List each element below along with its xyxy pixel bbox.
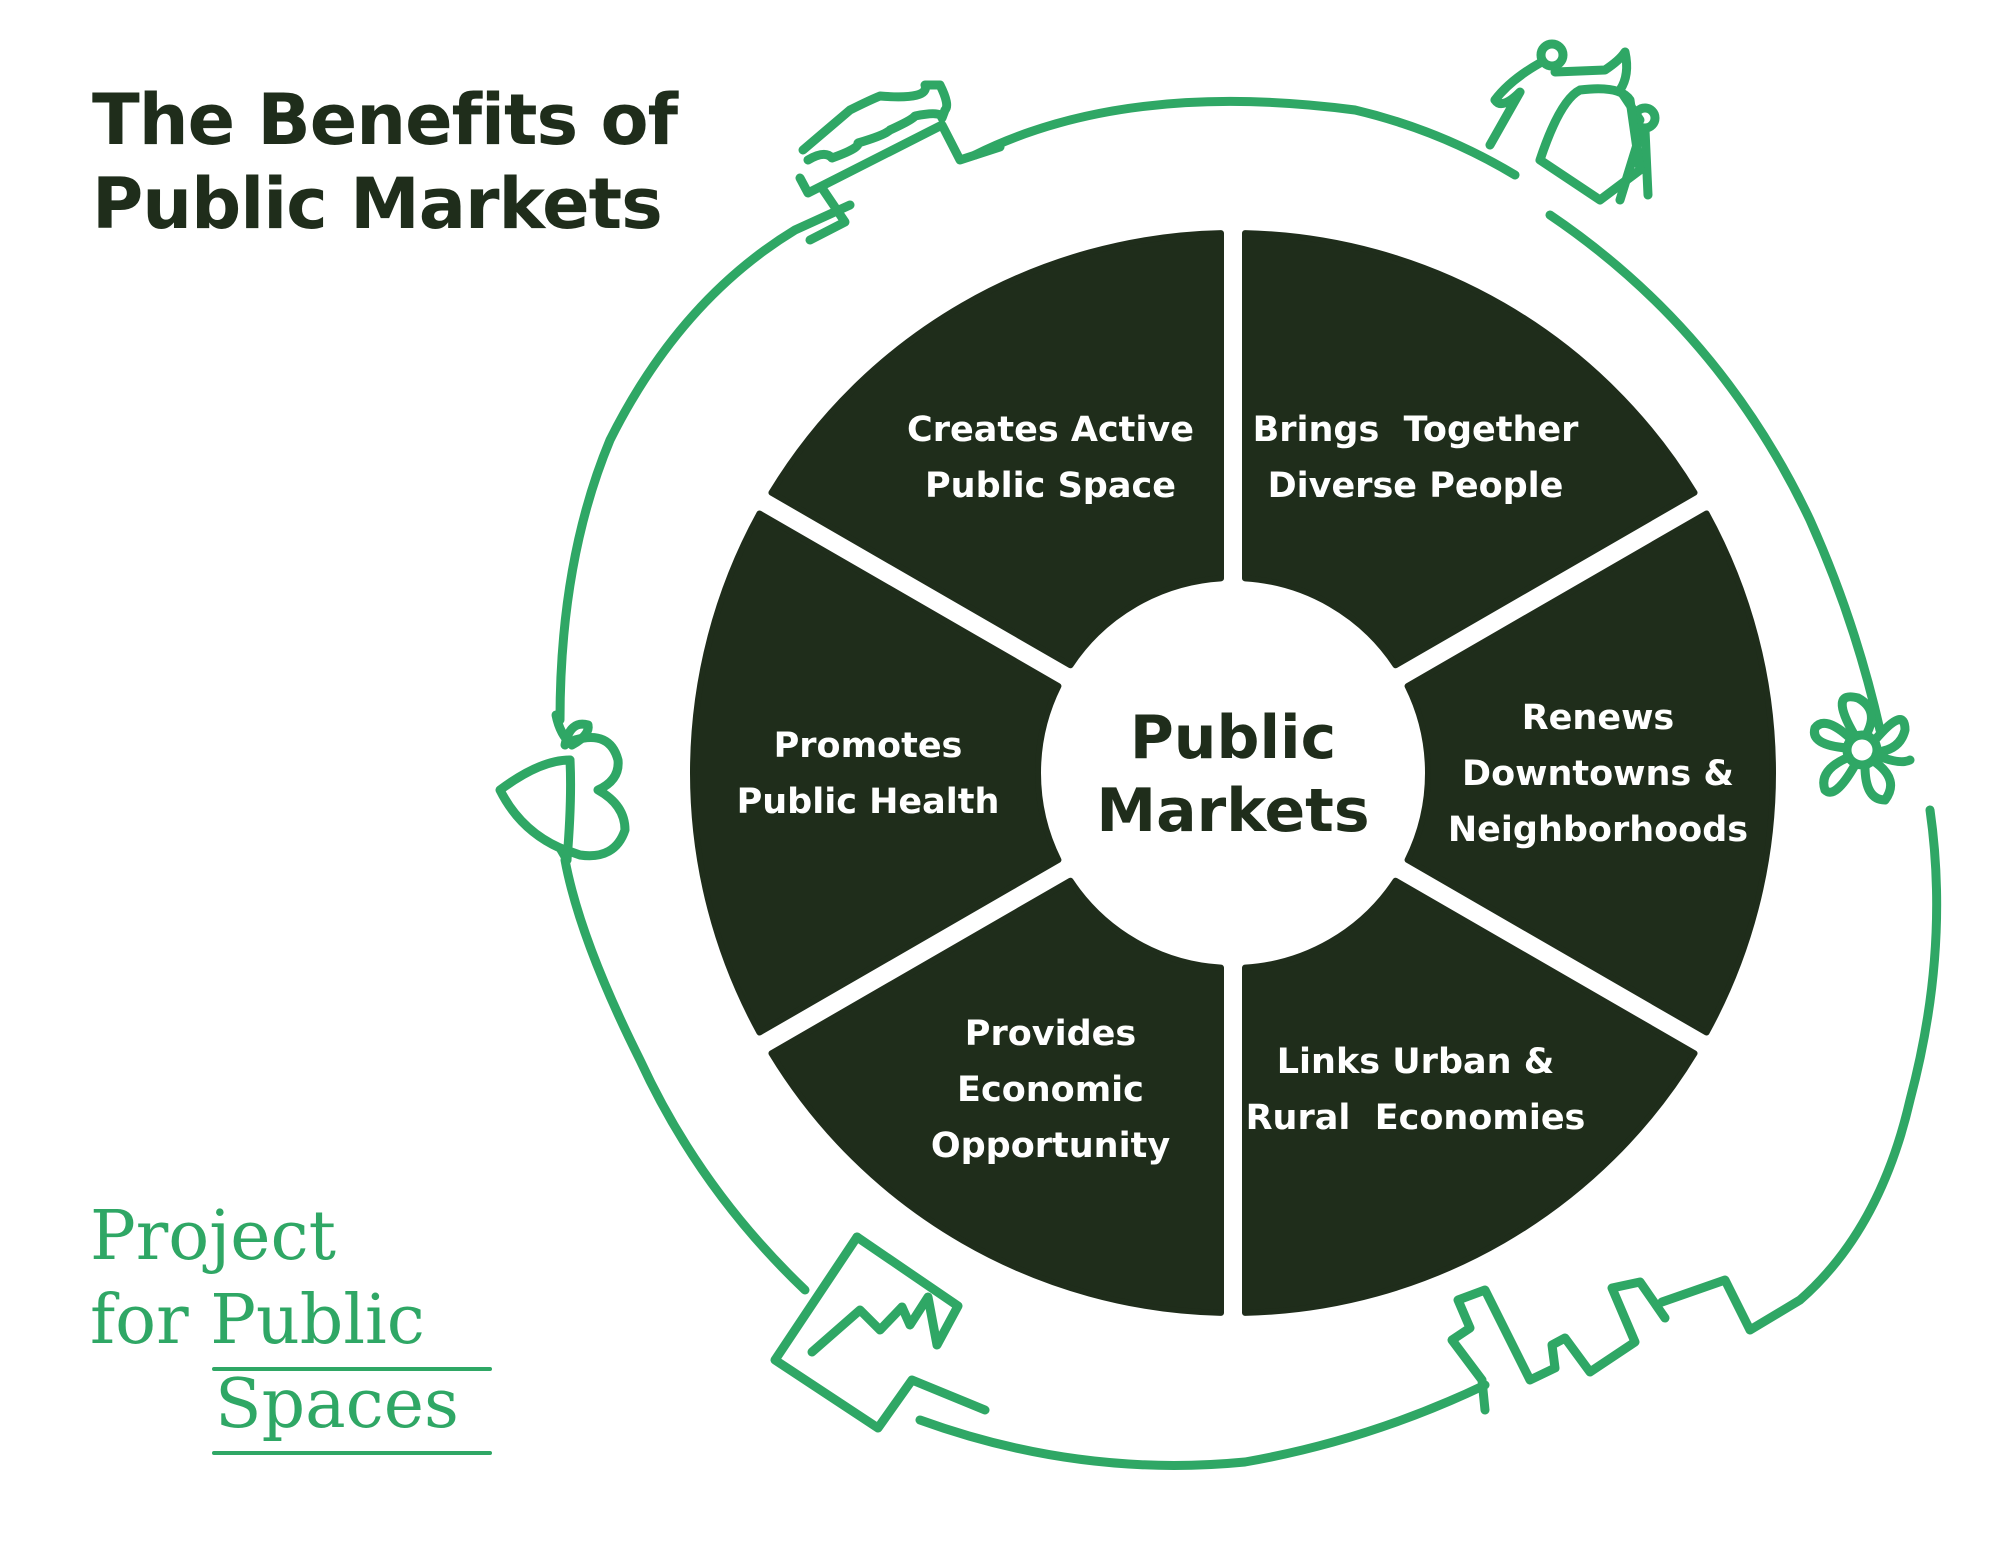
logo-line-3: Spaces xyxy=(215,1365,459,1444)
logo-line-2-word: Public xyxy=(210,1281,425,1360)
town-buildings-icon xyxy=(1447,1277,1670,1415)
segment-renews-downtowns-neighborhoods xyxy=(1404,510,1777,1036)
segment-creates-active-public-space xyxy=(768,230,1224,669)
market-stall-icon xyxy=(795,80,1005,245)
segment-promotes-public-health xyxy=(690,510,1062,1036)
title-line-2: Public Markets xyxy=(92,163,663,245)
page-title: The Benefits of Public Markets xyxy=(92,78,678,246)
people-icon xyxy=(1485,39,1660,205)
segment-provides-economic-opportunity xyxy=(768,877,1224,1316)
segment-links-urban-rural-economies xyxy=(1242,877,1698,1316)
logo-line-2-prefix: for xyxy=(90,1281,211,1360)
segment-brings-together-diverse-people xyxy=(1242,230,1698,669)
logo-line-2: for Public xyxy=(90,1279,425,1363)
farm-field-icon xyxy=(770,1232,990,1433)
apple-icon xyxy=(495,710,630,865)
flower-icon xyxy=(1809,692,1915,805)
logo-line-1: Project xyxy=(90,1197,336,1276)
outer-ring xyxy=(555,96,1942,1470)
segment-label-links-urban-rural-economies: Links Urban &Rural Economies xyxy=(1246,1042,1586,1138)
title-line-1: The Benefits of xyxy=(92,79,678,161)
logo-underline-1 xyxy=(212,1367,492,1371)
logo-underline-2 xyxy=(212,1451,492,1455)
